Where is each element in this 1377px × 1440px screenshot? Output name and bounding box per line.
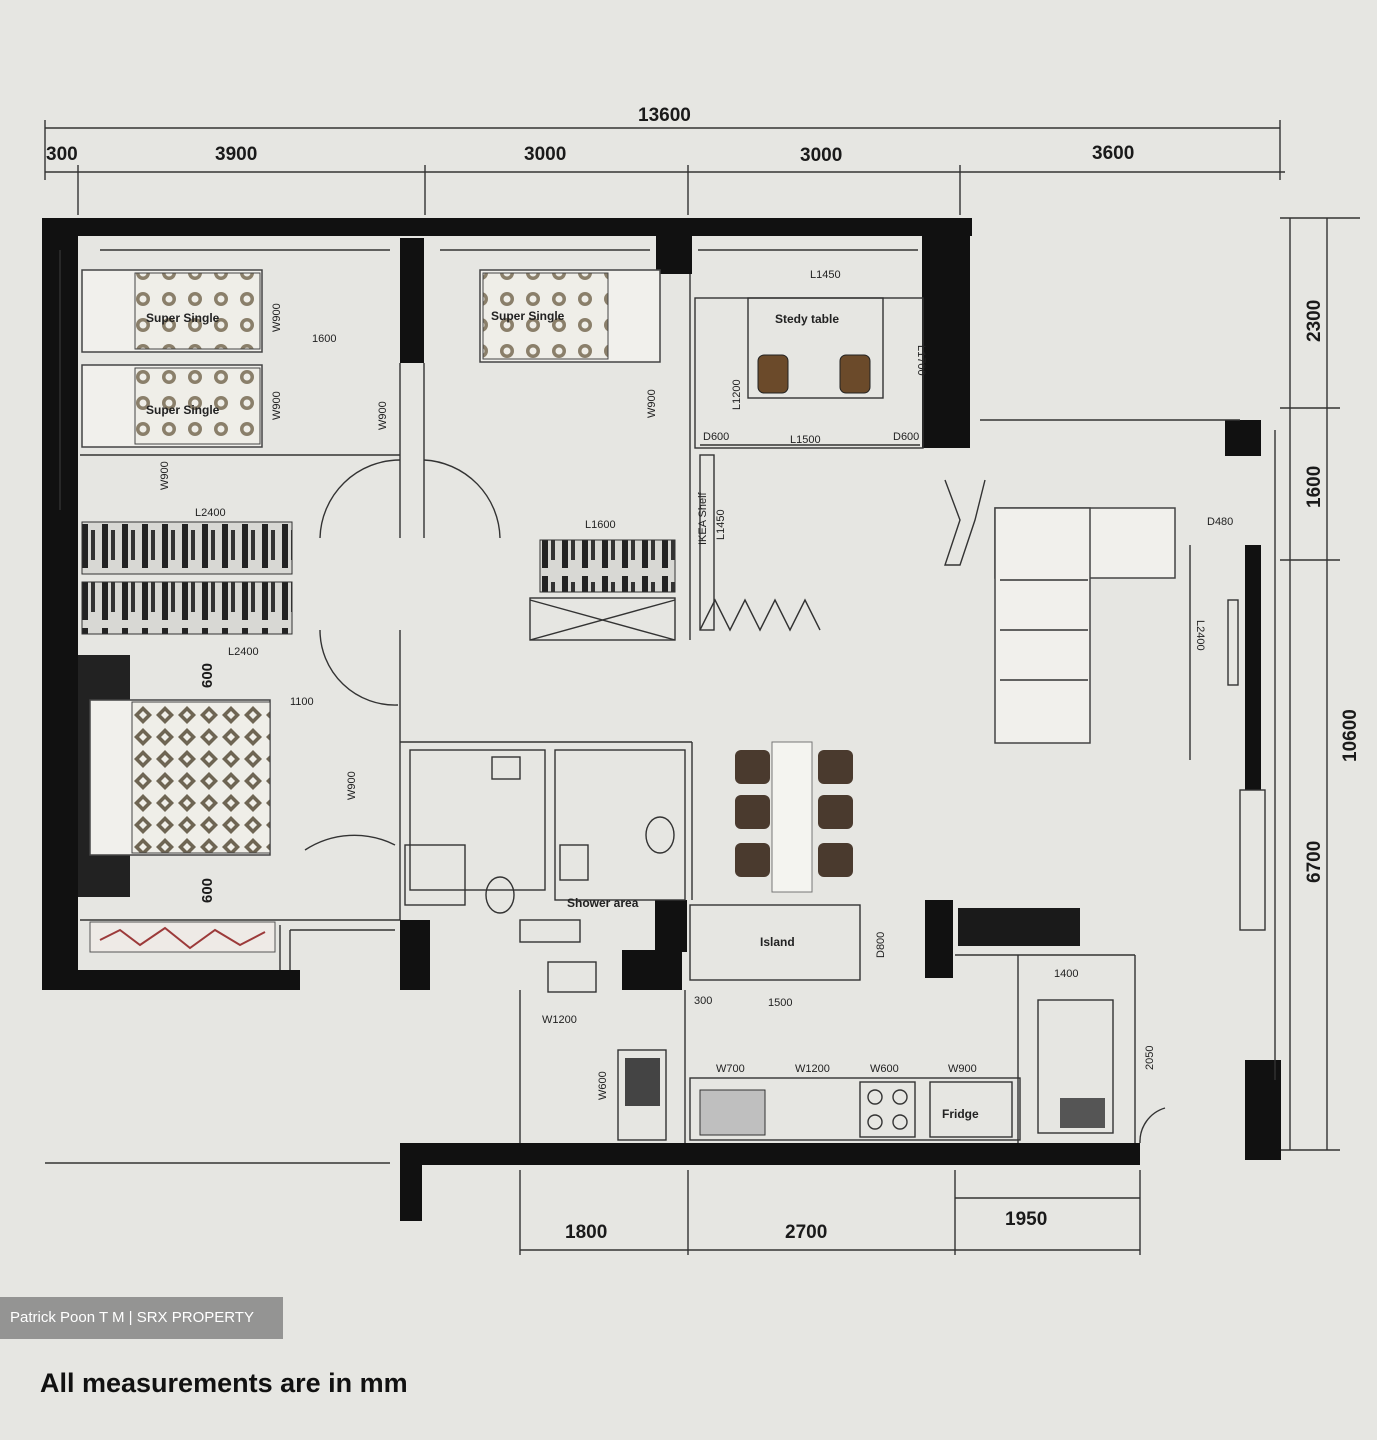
label-600-a: 600 <box>199 663 216 688</box>
label-d600-b: D600 <box>893 431 919 443</box>
label-w1200-b: W1200 <box>795 1063 830 1075</box>
bathroom <box>404 749 686 943</box>
top-dimensions: 13600 300 3900 3000 3000 3600 <box>44 105 1285 215</box>
dim-top-seg-3: 3000 <box>524 144 566 165</box>
label-2050: 2050 <box>1144 1046 1156 1070</box>
dim-bottom-seg-2: 2700 <box>785 1222 827 1243</box>
dim-right-total: 10600 <box>1340 709 1361 762</box>
label-d480: D480 <box>1207 516 1233 528</box>
label-w600-a: W600 <box>597 1071 609 1100</box>
sofa <box>994 507 1266 931</box>
label-l2400-side: L2400 <box>1194 620 1206 651</box>
doors <box>304 459 1166 1144</box>
partitions <box>80 274 1136 1143</box>
label-w900-e: W900 <box>646 389 658 418</box>
measurement-note: All measurements are in mm <box>40 1368 408 1398</box>
dim-top-seg-4: 3000 <box>800 145 842 166</box>
watermark-label: Patrick Poon T M | SRX PROPERTY <box>0 1297 283 1339</box>
dim-top-total: 13600 <box>638 105 691 126</box>
beds <box>78 269 661 897</box>
label-w600-b: W600 <box>870 1063 899 1075</box>
dim-right-seg-3: 6700 <box>1304 841 1325 883</box>
label-w1200-a: W1200 <box>542 1014 577 1026</box>
label-w700: W700 <box>716 1063 745 1075</box>
study-area <box>694 297 924 631</box>
label-w900-a: W900 <box>271 303 283 332</box>
label-super-single-2: Super Single <box>146 403 220 417</box>
label-l1500: L1500 <box>790 434 821 446</box>
wardrobes <box>81 521 676 953</box>
label-d800: D800 <box>875 932 887 958</box>
dim-right-seg-2: 1600 <box>1304 466 1325 508</box>
label-1400: 1400 <box>1054 968 1078 980</box>
dim-bottom-seg-1: 1800 <box>565 1222 607 1243</box>
label-l2400-top: L2400 <box>195 507 226 519</box>
label-w900-c: W900 <box>377 401 389 430</box>
label-600-b: 600 <box>199 878 216 903</box>
label-shower-area: Shower area <box>567 896 639 910</box>
right-dimensions: 2300 1600 6700 10600 <box>1280 217 1361 1151</box>
label-super-single-1: Super Single <box>146 311 220 325</box>
bottom-dimensions: 1800 2700 1950 <box>45 1162 1141 1255</box>
label-1500: 1500 <box>768 997 792 1009</box>
windows <box>59 249 1276 1080</box>
plan-labels: Super Single Super Single Super Single S… <box>146 269 1233 1121</box>
dim-bottom-seg-3: 1950 <box>1005 1209 1047 1230</box>
label-l1600: L1600 <box>585 519 616 531</box>
dim-top-seg-5: 3600 <box>1092 143 1134 164</box>
dim-right-seg-1: 2300 <box>1304 300 1325 342</box>
label-l1200: L1200 <box>731 379 743 410</box>
label-w900-g: W900 <box>948 1063 977 1075</box>
kitchen <box>547 904 1114 1141</box>
dim-top-seg-2: 3900 <box>215 144 257 165</box>
walls <box>42 218 1281 1221</box>
label-l1450-b: L1450 <box>715 509 727 540</box>
label-l2400-bottom: L2400 <box>228 646 259 658</box>
label-1600: 1600 <box>312 333 336 345</box>
label-w900-d: W900 <box>159 461 171 490</box>
label-super-single-3: Super Single <box>491 309 565 323</box>
label-l1450: L1450 <box>810 269 841 281</box>
label-island: Island <box>760 935 795 949</box>
label-300: 300 <box>694 995 712 1007</box>
label-w900-f: W900 <box>346 771 358 800</box>
label-w900-b: W900 <box>271 391 283 420</box>
label-ikea-shelf: IKEA Shelf <box>697 491 709 545</box>
label-l1700: L1700 <box>915 345 927 376</box>
label-study-table: Stedy table <box>775 312 839 326</box>
dim-top-seg-1: 300 <box>46 144 78 165</box>
label-1100: 1100 <box>290 696 314 708</box>
label-fridge: Fridge <box>942 1107 979 1121</box>
dining <box>735 741 853 893</box>
label-d600-a: D600 <box>703 431 729 443</box>
